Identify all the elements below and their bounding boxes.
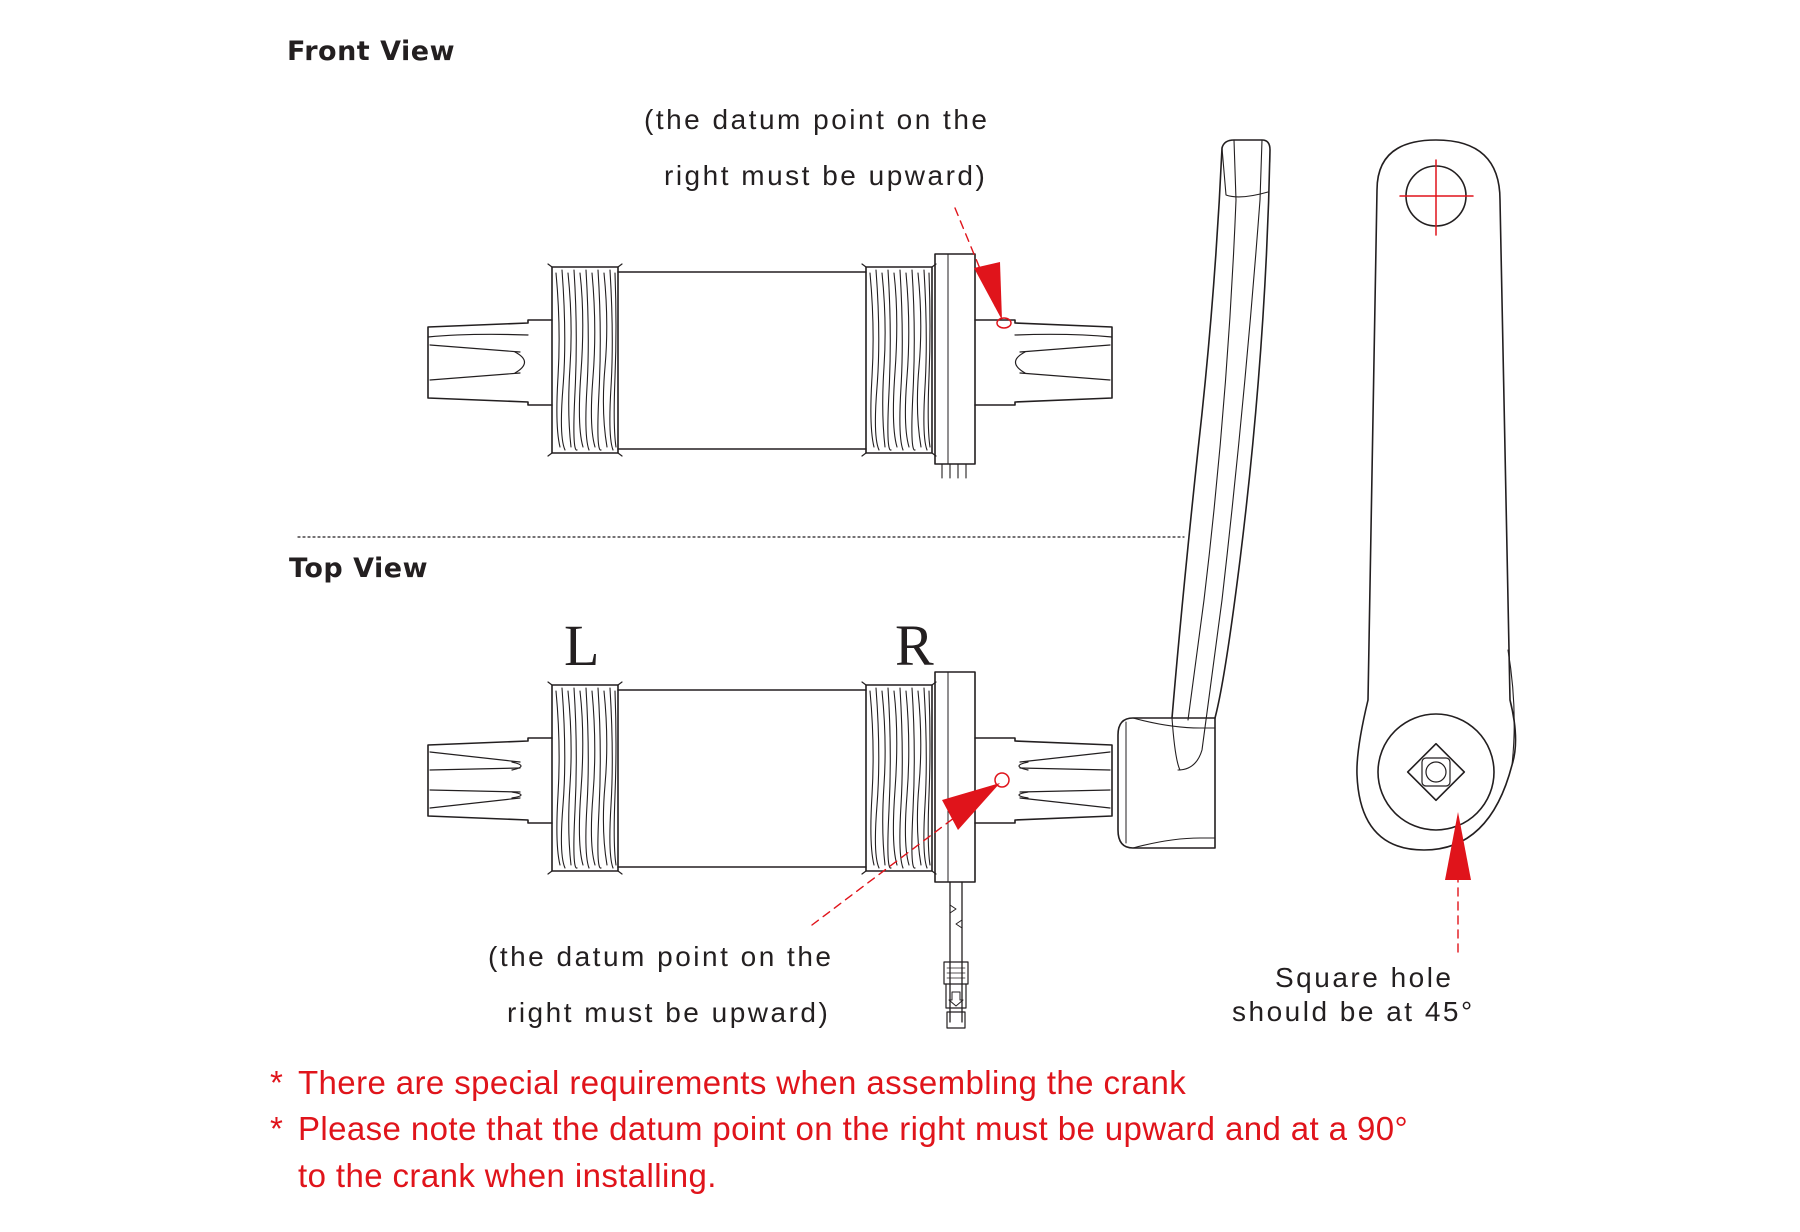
requirement-text-1: There are special requirements when asse… [298, 1064, 1187, 1101]
top-datum-note-line2: right must be upward) [507, 997, 831, 1028]
front-datum-note-line2: right must be upward) [664, 160, 988, 191]
top-datum-note-line1: (the datum point on the [488, 941, 834, 972]
requirement-line-1: * There are special requirements when ass… [270, 1064, 1186, 1102]
front-view-heading: Front View [287, 36, 456, 67]
top-datum-indicator [811, 772, 1010, 926]
requirement-star-1: * [270, 1064, 284, 1101]
front-view-bracket [427, 253, 1113, 479]
top-view-heading: Top View [289, 553, 429, 584]
right-side-label: R [895, 613, 934, 678]
left-side-label: L [564, 613, 600, 678]
pedal-hole-crosshair [1399, 159, 1474, 236]
crank-arm-front-view [1356, 139, 1517, 851]
requirement-line-3: to the crank when installing. [298, 1157, 717, 1195]
requirement-line-2: * Please note that the datum point on the… [270, 1110, 1408, 1148]
crank-arm-side-view [1117, 139, 1271, 849]
square-hole-note-line1: Square hole [1275, 962, 1454, 993]
requirement-star-2: * [270, 1110, 284, 1147]
square-hole-note-line2: should be at 45° [1232, 996, 1475, 1027]
requirement-text-3: to the crank when installing. [298, 1157, 717, 1194]
front-datum-indicator [954, 207, 1012, 329]
square-hole-indicator [1445, 812, 1471, 956]
front-datum-note-line1: (the datum point on the [644, 104, 990, 135]
requirement-text-2: Please note that the datum point on the … [298, 1110, 1409, 1147]
top-view-bracket [427, 671, 1113, 1029]
